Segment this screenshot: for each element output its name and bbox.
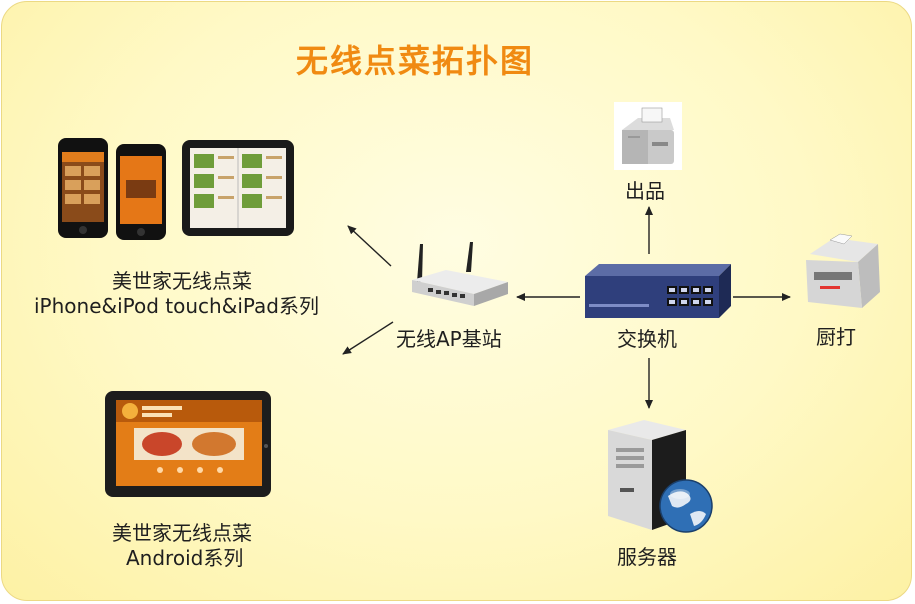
ios-devices-icon xyxy=(58,138,294,240)
android-tablet-label-line2: Android系列 xyxy=(126,546,244,570)
printer-output-label: 出品 xyxy=(625,179,665,203)
diagram-title: 无线点菜拓扑图 xyxy=(296,42,535,80)
android-tablet-label-line1: 美世家无线点菜 xyxy=(112,521,252,545)
kitchen-printer-icon xyxy=(806,233,880,308)
android-tablet-icon xyxy=(105,391,271,497)
server-label: 服务器 xyxy=(617,545,677,569)
ios-devices-label-line2: iPhone&iPod touch&iPad系列 xyxy=(34,294,319,318)
switch-label: 交换机 xyxy=(617,327,677,351)
arrow-ap-to-android-tablet xyxy=(342,321,394,355)
ios-devices-label-line1: 美世家无线点菜 xyxy=(112,269,252,293)
arrow-ap-to-ios-devices xyxy=(347,225,392,267)
server-icon xyxy=(608,420,713,533)
kitchen-printer-label: 厨打 xyxy=(816,325,856,349)
network-switch-icon xyxy=(585,264,731,318)
receipt-printer-icon xyxy=(614,102,682,170)
wireless-router-icon xyxy=(412,242,508,306)
wireless-ap-label: 无线AP基站 xyxy=(396,327,502,351)
